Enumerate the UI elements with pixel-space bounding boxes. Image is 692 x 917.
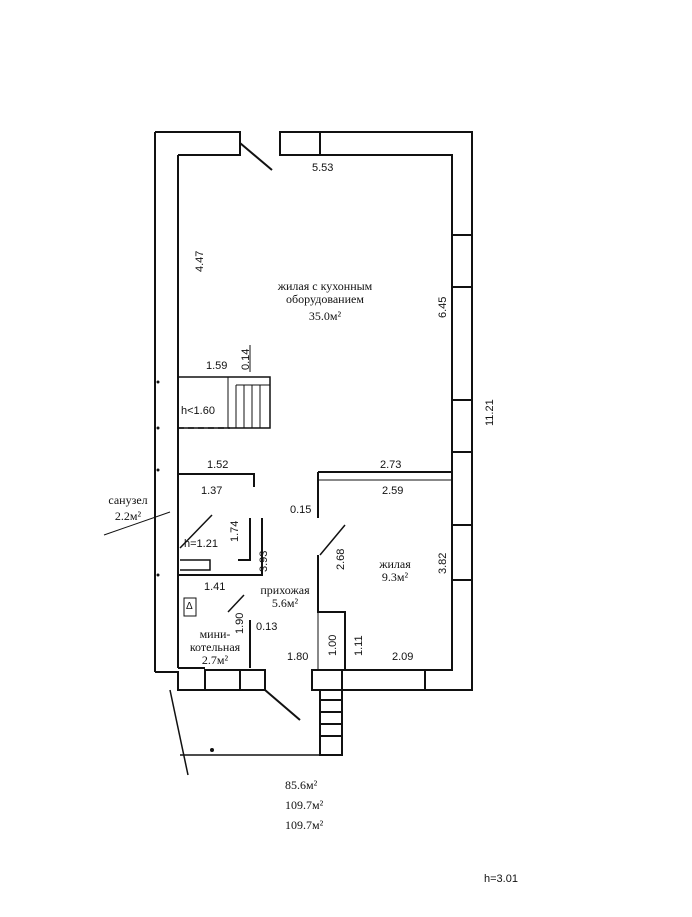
bottom-wall-left (155, 670, 266, 691)
dim-1-00: 1.00 (327, 634, 339, 656)
dim-2-68: 2.68 (335, 548, 347, 570)
living-room-label: жилая 9.3м² (360, 558, 430, 584)
window-right-2 (451, 399, 473, 453)
hall-name: прихожая (260, 583, 310, 597)
dim-1-74: 1.74 (229, 520, 241, 542)
wall-small-shelf (180, 559, 211, 571)
dim-1-52: 1.52 (207, 459, 229, 471)
window-right-3 (451, 524, 473, 581)
living-room-name: жилая (379, 557, 411, 571)
window-bottom-left (204, 669, 241, 691)
dim-4-47: 4.47 (194, 250, 206, 272)
window-top (279, 131, 321, 156)
dim-0-13: 0.13 (256, 621, 278, 633)
dim-3-93: 3.93 (258, 550, 270, 572)
bathroom-area: 2.2м² (114, 509, 142, 523)
wall-bath-door (179, 514, 213, 549)
dim-1-37: 1.37 (201, 485, 223, 497)
dim-0-15: 0.15 (290, 504, 312, 516)
living-room-area: 9.3м² (381, 570, 409, 584)
dim-11-21: 11.21 (484, 399, 496, 426)
window-right-1 (451, 234, 473, 288)
dim-2-73: 2.73 (380, 459, 402, 471)
dim-1-80: 1.80 (287, 651, 309, 663)
floor-height: h=3.01 (484, 873, 518, 885)
dim-1-90: 1.90 (234, 612, 246, 634)
living-kitchen-label: жилая с кухонным оборудованием 35.0м² (250, 280, 400, 323)
dim-2-09: 2.09 (392, 651, 414, 663)
wall-boiler-door (227, 594, 245, 613)
bottom-post-right (311, 669, 343, 691)
bottom-post-left (239, 669, 266, 691)
dim-6-45: 6.45 (437, 296, 449, 318)
boiler-label: мини- котельная 2.7м² (180, 628, 250, 667)
total-area-2: 109.7м² (285, 798, 324, 812)
boiler-name-2: котельная (189, 640, 241, 654)
terrace (169, 689, 189, 776)
top-door (239, 142, 273, 171)
hall-label: прихожая 5.6м² (250, 584, 320, 610)
dim-1-41: 1.41 (204, 581, 226, 593)
boiler-area: 2.7м² (201, 653, 229, 667)
dim-1-59: 1.59 (206, 360, 228, 372)
stair-height: h<1.60 (181, 405, 215, 417)
total-area-3: 109.7м² (285, 818, 324, 832)
porch-step (319, 690, 343, 756)
boiler-name-1: мини- (199, 627, 231, 641)
window-bottom-right (341, 669, 426, 691)
dim-2-59: 2.59 (382, 485, 404, 497)
dim-1-11: 1.11 (353, 635, 365, 656)
dim-3-82: 3.82 (437, 552, 449, 574)
wall-living-left (317, 555, 346, 670)
dim-5-53: 5.53 (312, 162, 334, 174)
wall-hall-mid (178, 518, 263, 576)
bathroom-name: санузел (108, 493, 148, 507)
bathroom-label: санузел 2.2м² (98, 494, 158, 523)
bath-height: h=1.21 (184, 538, 218, 550)
dim-0-14: 0.14 (240, 348, 252, 370)
living-kitchen-name-2: оборудованием (286, 292, 364, 306)
wall-bath-right (238, 518, 251, 561)
outer-wall-top-left (155, 131, 241, 156)
living-kitchen-area: 35.0м² (308, 309, 342, 323)
boiler-mark: Δ (186, 601, 193, 612)
wall-living-door (319, 524, 346, 556)
wall-bath-top (178, 473, 255, 487)
entry-door (264, 689, 301, 721)
total-area-1: 85.6м² (285, 778, 318, 792)
living-kitchen-name-1: жилая с кухонным (277, 279, 373, 293)
hall-area: 5.6м² (271, 596, 299, 610)
